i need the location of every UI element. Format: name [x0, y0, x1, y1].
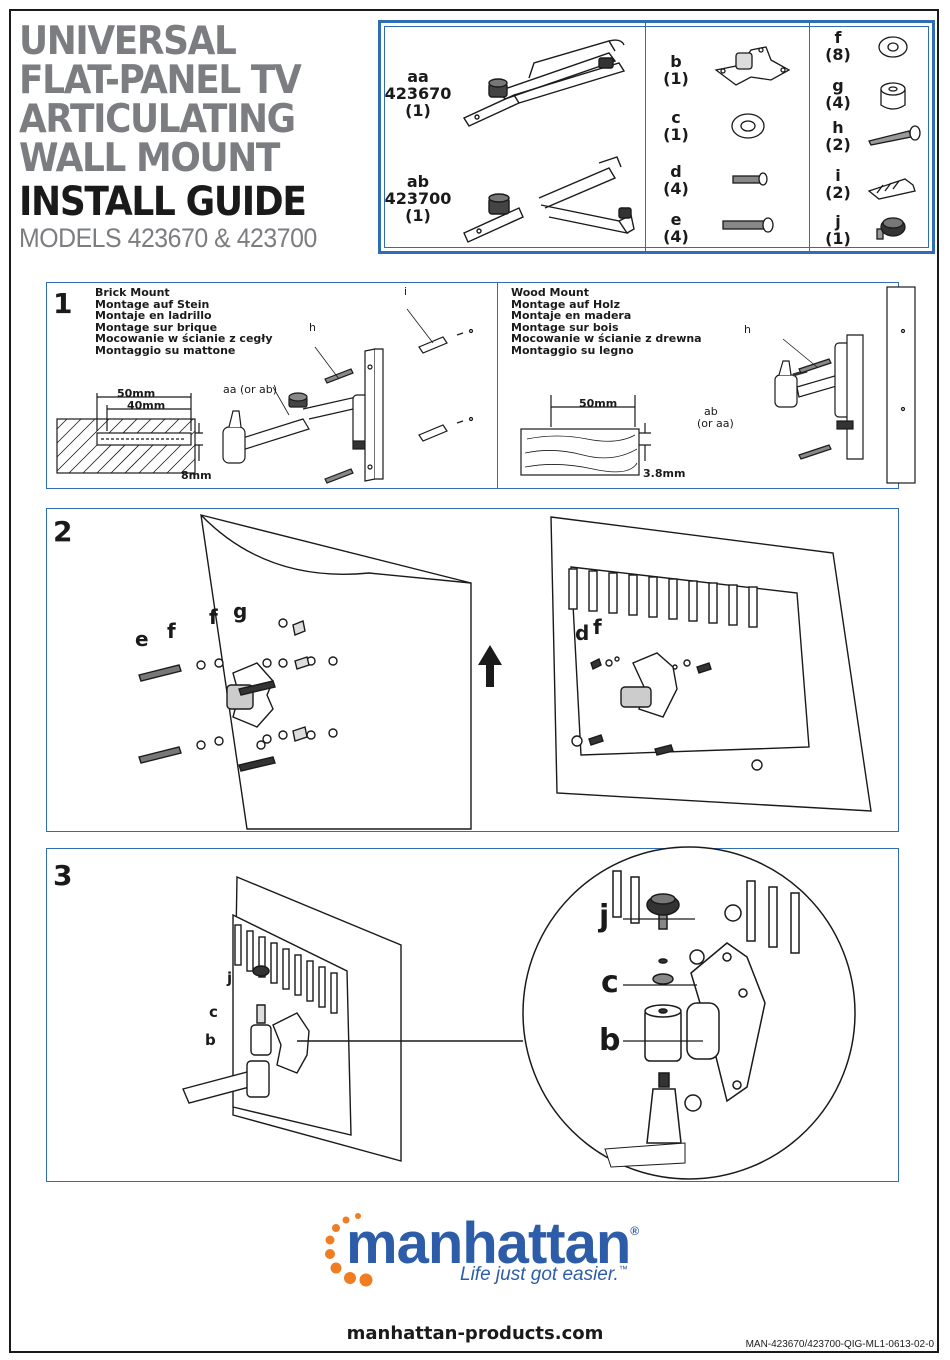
- part-d-label: d(4): [663, 162, 689, 198]
- screw-e-icon: [722, 217, 774, 233]
- brick-dim-50: 50mm: [117, 387, 156, 400]
- vesa-plate-b-icon: [714, 46, 791, 86]
- screw-h-icon: [868, 125, 921, 146]
- spacer-g-icon: [880, 82, 906, 110]
- zoom-label-j: j: [599, 899, 610, 934]
- label-ab: ab: [704, 405, 718, 418]
- step2-panel: 2 e f f g: [46, 508, 899, 832]
- tv-mount-diagram: [182, 875, 402, 1162]
- website-url[interactable]: manhattan-products.com: [346, 1323, 604, 1344]
- registered-mark: ®: [630, 1224, 639, 1238]
- washer-f-icon: [878, 36, 908, 58]
- title-line-3: ARTICULATING: [19, 97, 296, 142]
- parts-divider: [809, 23, 810, 251]
- zoom-label-b: b: [599, 1023, 621, 1058]
- step2-number: 2: [53, 515, 73, 548]
- part-j-label: j(1): [825, 212, 851, 248]
- parts-divider: [645, 23, 646, 251]
- title-block: UNIVERSAL FLAT-PANEL TV ARTICULATING WAL…: [19, 22, 369, 253]
- title-models: MODELS 423670 & 423700: [19, 223, 317, 253]
- knob-j-icon: [876, 217, 906, 240]
- label-f: f: [167, 619, 176, 643]
- label-aa-or-ab: aa (or ab): [223, 383, 278, 396]
- step3-number: 3: [53, 859, 73, 892]
- label-d: d: [575, 621, 590, 645]
- zoom-circle-diagram: [522, 846, 856, 1180]
- title-line-2: FLAT-PANEL TV: [19, 58, 302, 103]
- part-g-label: g(4): [825, 76, 851, 112]
- manhattan-logo-dots-icon: [325, 1213, 373, 1287]
- part-h-label: h(2): [825, 118, 851, 154]
- arm-aa-icon: [462, 39, 626, 127]
- part-i-label: i(2): [825, 166, 851, 202]
- zoom-leader-lines: [623, 918, 703, 1042]
- label-or-aa: (or aa): [697, 417, 734, 430]
- title-install-guide: INSTALL GUIDE: [19, 179, 307, 225]
- part-c-label: c(1): [663, 108, 689, 144]
- part-e-label: e(4): [663, 210, 689, 246]
- arm-ab-icon: [463, 156, 635, 243]
- label-h: h: [309, 321, 316, 334]
- brick-dim-40: 40mm: [127, 399, 166, 412]
- part-b-label: b(1): [663, 52, 689, 88]
- step1-number: 1: [53, 287, 73, 320]
- page-border: [9, 9, 939, 1353]
- washer-c-icon: [731, 113, 765, 139]
- brand-name: manhattan®: [346, 1211, 639, 1276]
- label-f2: f: [209, 605, 218, 629]
- label-b: b: [205, 1031, 216, 1049]
- screw-d-icon: [732, 172, 768, 186]
- zoom-label-c: c: [601, 965, 619, 1000]
- arrow-up-icon: [478, 645, 502, 687]
- anchor-i-icon: [867, 178, 916, 200]
- part-f-label: f(8): [825, 28, 851, 64]
- wood-dim-38: 3.8mm: [643, 467, 686, 480]
- step3-panel: 3 j c b: [46, 846, 899, 1182]
- label-i: i: [404, 285, 408, 298]
- zoom-connector-line: [297, 1040, 523, 1042]
- brick-mount-diagram: [56, 308, 474, 484]
- label-g: g: [233, 599, 248, 623]
- step1-divider: [497, 283, 498, 488]
- wood-dim-50: 50mm: [579, 397, 618, 410]
- label-h2: h: [744, 323, 751, 336]
- label-c: c: [209, 1003, 218, 1021]
- wood-mount-diagram: [520, 286, 916, 484]
- brand-tagline: Life just got easier.™: [460, 1264, 628, 1285]
- title-line-1: UNIVERSAL: [19, 19, 237, 64]
- tv-back-left-diagram: [138, 514, 472, 830]
- document-id: MAN-423670/423700-QIG-ML1-0613-02-0: [745, 1339, 934, 1350]
- tm-mark: ™: [618, 1264, 628, 1274]
- label-e: e: [135, 627, 149, 651]
- label-j: j: [227, 969, 233, 987]
- label-f3: f: [593, 615, 602, 639]
- tv-back-right-diagram: [550, 516, 872, 812]
- brick-dim-8: 8mm: [181, 469, 212, 482]
- title-line-4: WALL MOUNT: [19, 136, 280, 181]
